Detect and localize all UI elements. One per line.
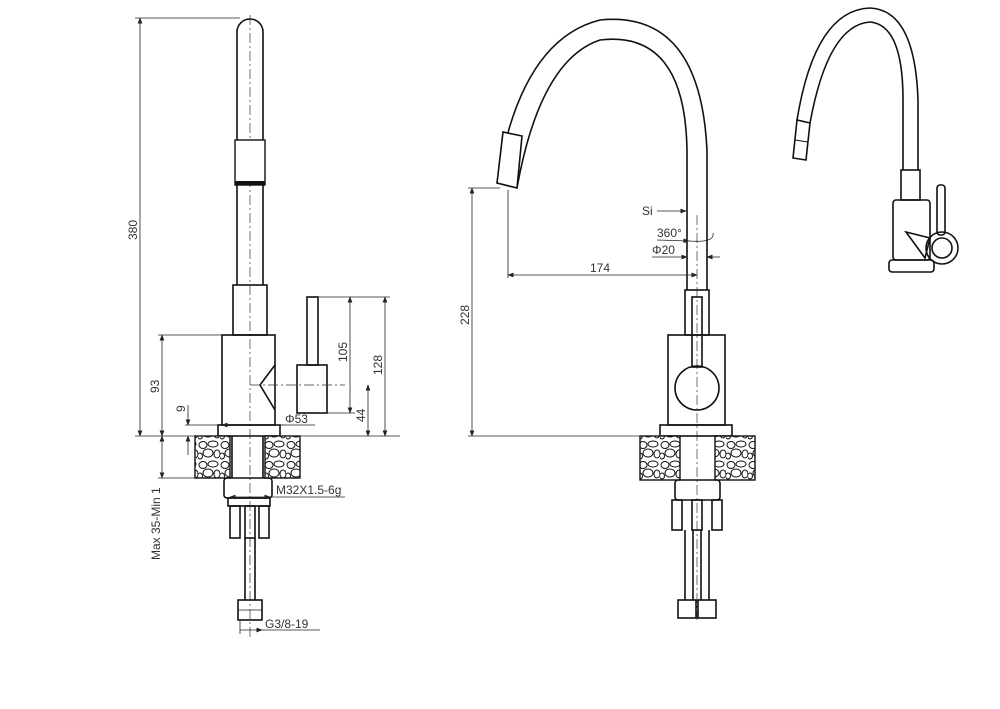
material-label: Si: [642, 204, 653, 218]
side-view: 380 93 9 105 128 44 Φ53 Max 35-Min 1 M32…: [126, 15, 400, 640]
spout-head: [496, 131, 523, 190]
dim-counter: Max 35-Min 1: [149, 487, 163, 560]
dim-93: 93: [148, 379, 162, 393]
dim-phi53: Φ53: [285, 412, 308, 426]
front-view: 228 174 Si 360° Φ20: [458, 18, 756, 620]
spout-arc-inner: [516, 38, 688, 290]
dim-thread: M32X1.5-6g: [276, 483, 341, 497]
body: [221, 334, 276, 426]
dim-174: 174: [590, 261, 610, 275]
dim-9: 9: [174, 405, 188, 412]
handle-block: [296, 364, 328, 414]
dim-44: 44: [354, 408, 368, 422]
spout-tube: [236, 18, 264, 285]
dim-105: 105: [336, 342, 350, 362]
handle-knob: [674, 365, 720, 411]
handle-lever: [306, 296, 319, 366]
spout-arc-outer: [496, 18, 708, 290]
dim-rotation: 360°: [657, 226, 682, 240]
dim-380: 380: [126, 220, 140, 240]
handle-lever: [691, 296, 703, 368]
dim-phi20: Φ20: [652, 243, 675, 257]
countertop-left: [639, 435, 681, 481]
dim-hose: G3/8-19: [265, 617, 309, 631]
countertop-right: [714, 435, 756, 481]
base-plate: [217, 424, 281, 437]
spout-head: [234, 139, 266, 186]
perspective-view: [792, 7, 959, 273]
dim-128: 128: [371, 355, 385, 375]
countertop-left: [194, 435, 231, 479]
dim-228: 228: [458, 305, 472, 325]
countertop-right: [264, 435, 301, 479]
mount-nut: [223, 477, 273, 499]
